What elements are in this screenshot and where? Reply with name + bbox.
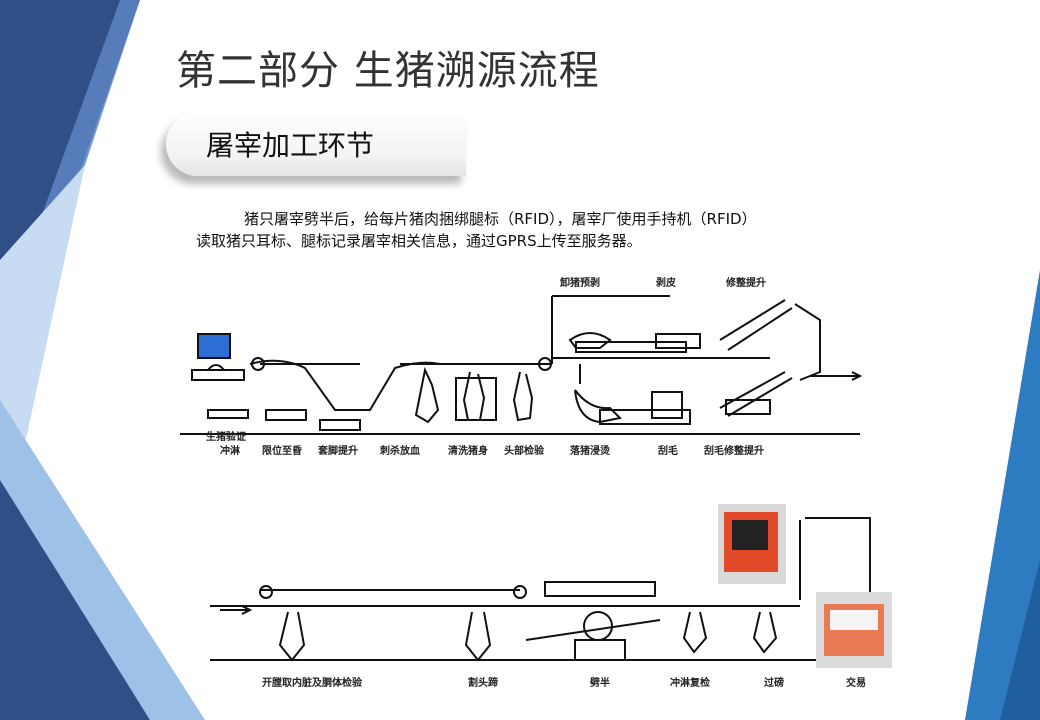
scraper-machine <box>651 391 683 419</box>
hanging-carcass <box>278 611 306 662</box>
row2-label: 过磅 <box>764 676 784 689</box>
label-unload: 卸猪预剥 <box>560 276 600 289</box>
lift-arm-lower-b <box>727 377 793 417</box>
shower-carcass <box>682 611 708 654</box>
transfer-line <box>794 303 821 381</box>
restrainer <box>265 409 307 421</box>
shower-pen <box>207 409 249 419</box>
split-table <box>525 619 661 641</box>
row2-label: 割头蹄 <box>468 676 498 689</box>
lift-arm-upper-b <box>727 307 793 351</box>
hanging-pig <box>512 371 534 422</box>
lift-arm-lower <box>719 371 786 409</box>
hanging-pig <box>414 366 440 424</box>
row2-label: 冲淋复检 <box>670 676 710 689</box>
skin-machine <box>655 333 701 349</box>
hanging-pig <box>462 371 486 421</box>
row2-label: 劈半 <box>590 676 610 689</box>
intro-line-2: 读取猪只耳标、腿标记录屠宰相关信息，通过GPRS上传至服务器。 <box>196 232 642 250</box>
intro-paragraph: 猪只屠宰劈半后，给每片猪肉捆绑腿标（RFID），屠宰厂使用手持机（RFID） 读… <box>196 208 896 252</box>
row1-label: 刮毛修整提升 <box>704 444 764 457</box>
row1-label: 头部检验 <box>504 444 545 457</box>
row1-label: 限位至昏 <box>262 444 302 457</box>
lift-arm-upper <box>719 299 786 341</box>
row2-label: 开膛取内脏及胴体检验 <box>262 676 363 689</box>
row1-rail-dip <box>249 359 441 411</box>
split-saw <box>583 611 613 641</box>
slaughter-process-diagram: 卸猪预剥 剥皮 修整提升 生猪验证 冲淋 限位至昏 套脚提升 刺杀放血 清洗猪身… <box>180 276 892 689</box>
row1-label: 清洗猪身 <box>448 444 488 457</box>
row1-label: 刺杀放血 <box>379 444 420 457</box>
label-skin: 剥皮 <box>656 276 676 289</box>
right-blue-wedge <box>965 270 1040 720</box>
monitor-icon <box>197 333 231 359</box>
row2-entry-arrowhead <box>241 605 253 615</box>
exit-arrow <box>851 371 863 381</box>
rail-wheel <box>513 585 527 599</box>
hanging-carcass <box>464 611 492 662</box>
handheld-reader-icon <box>718 504 786 584</box>
slide-title: 第二部分 生猪溯源流程 <box>176 48 600 94</box>
label-trim-lift: 修整提升 <box>725 276 766 289</box>
trade-terminal-icon <box>816 592 892 668</box>
intro-line-1: 猪只屠宰劈半后，给每片猪肉捆绑腿标（RFID），屠宰厂使用手持机（RFID） <box>244 210 757 228</box>
skinned-pig <box>568 332 612 349</box>
right-dark-wedge <box>1000 560 1040 720</box>
row1-label: 刮毛 <box>658 444 678 457</box>
rail-wheel <box>259 585 273 599</box>
left-bottom-light-wedge <box>0 400 205 720</box>
scald-tank <box>599 409 691 425</box>
row1-label: 套脚提升 <box>317 444 358 457</box>
rail-wheel <box>251 357 265 371</box>
shackle-conveyor <box>319 419 361 431</box>
label-pig-verify: 生猪验证 <box>206 430 246 443</box>
row2-label: 交易 <box>846 676 866 689</box>
weigh-carcass <box>752 611 778 654</box>
section-title-pill <box>166 112 466 176</box>
row1-label: 冲淋 <box>220 444 240 457</box>
wash-cabinet <box>455 377 497 421</box>
dropped-pig <box>574 389 623 424</box>
keyboard-icon <box>191 369 245 381</box>
row1-label: 落猪浸烫 <box>570 444 611 457</box>
section-title: 屠宰加工环节 <box>206 129 375 162</box>
mouse-icon <box>207 364 225 371</box>
split-conveyor <box>544 581 656 597</box>
split-machine-base <box>574 639 626 661</box>
lift-base <box>725 399 771 415</box>
